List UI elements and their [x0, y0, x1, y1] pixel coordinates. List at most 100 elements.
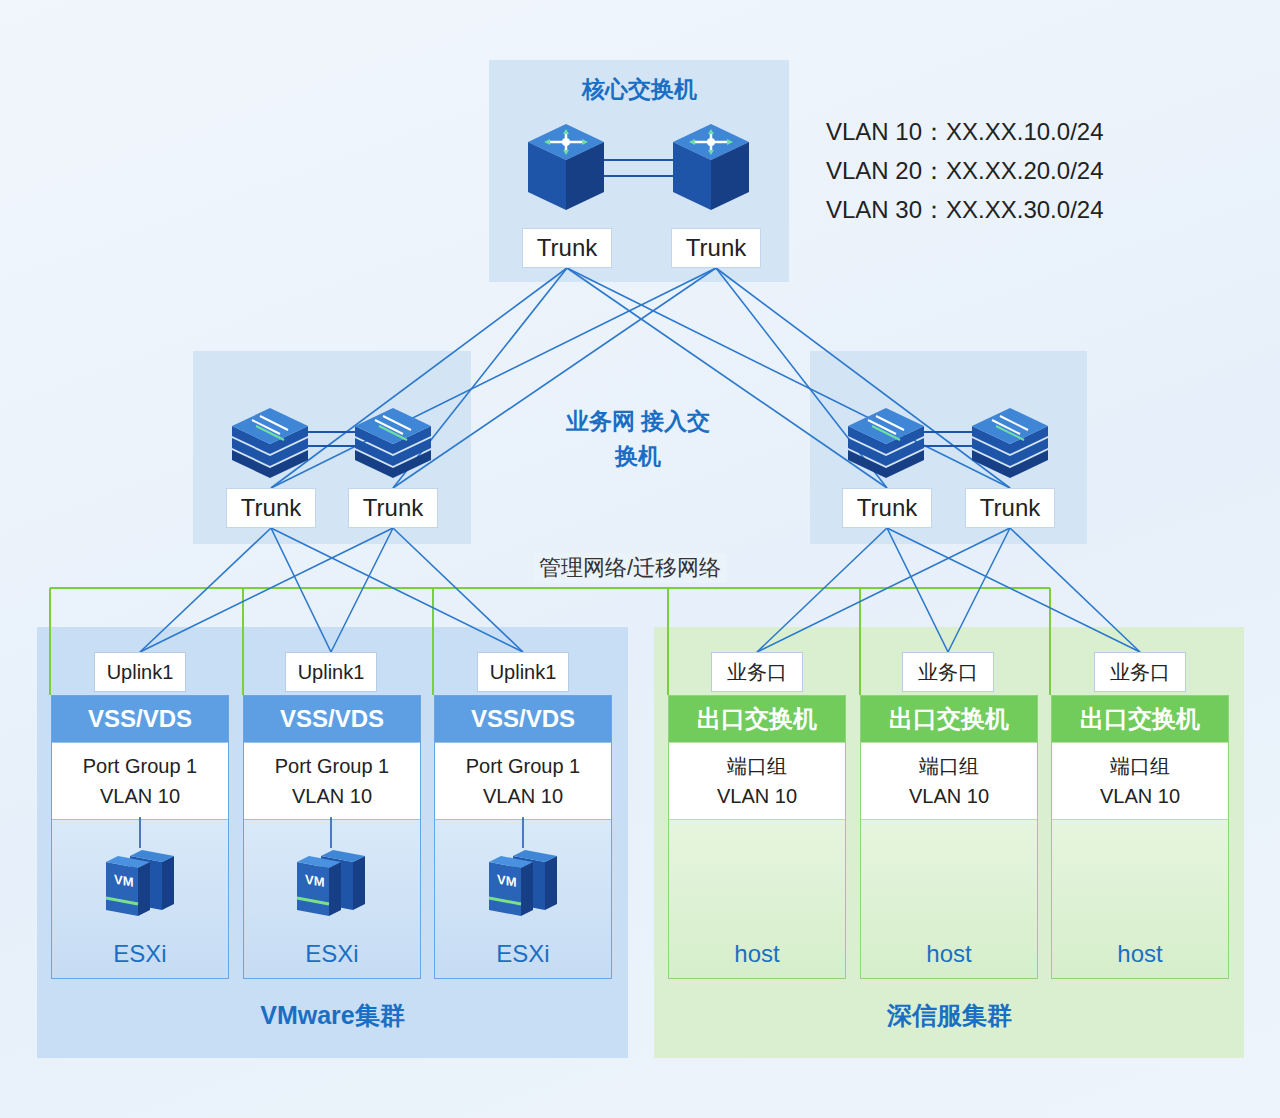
- cluster-title: 深信服集群: [654, 999, 1244, 1032]
- vm-port-link: [140, 817, 523, 848]
- trunk-label: Trunk: [980, 494, 1040, 522]
- access-switch-icon: [972, 408, 1048, 478]
- management-network-label: 管理网络/迁移网络: [533, 553, 727, 583]
- port-group-label: 端口组 VLAN 10: [1090, 751, 1190, 811]
- column-host-area: host: [669, 820, 845, 978]
- access-switch-icon: [355, 408, 431, 478]
- host-label: ESXi: [305, 940, 358, 968]
- vm-server-icon: [106, 850, 174, 916]
- switch-header: VSS/VDS: [88, 705, 192, 733]
- sangfor-host-column: 出口交换机端口组 VLAN 10 host: [1051, 695, 1229, 979]
- vm-server-icon: [297, 850, 365, 916]
- column-header: 出口交换机: [1052, 696, 1228, 742]
- uplink-port-box: 业务口: [711, 652, 803, 692]
- switch-header: 出口交换机: [889, 703, 1009, 735]
- trunk-port-box: Trunk: [522, 228, 612, 268]
- trunk-link: [331, 528, 393, 652]
- cluster-title: VMware集群: [37, 999, 628, 1032]
- port-label: Uplink1: [107, 661, 174, 684]
- port-label: 业务口: [1110, 659, 1170, 686]
- column-port-group: 端口组 VLAN 10: [861, 742, 1037, 820]
- core-switch-icon: [673, 124, 749, 210]
- sangfor-region-bg: [654, 627, 1244, 1058]
- host-label: ESXi: [496, 940, 549, 968]
- port-group-label: Port Group 1 VLAN 10: [70, 751, 210, 811]
- switch-header: VSS/VDS: [280, 705, 384, 733]
- core-panel-bg: [489, 60, 789, 282]
- trunk-link: [393, 268, 716, 488]
- trunk-label: Trunk: [857, 494, 917, 522]
- esxi-host-column: VSS/VDS Port Group 1 VLAN 10 ESXi: [434, 695, 612, 979]
- column-host-area: ESXi: [244, 820, 420, 978]
- vlan-subnet-note: VLAN 10：XX.XX.10.0/24: [826, 116, 1104, 148]
- trunk-port-box: Trunk: [671, 228, 761, 268]
- sangfor-host-column: 出口交换机端口组 VLAN 10 host: [860, 695, 1038, 979]
- host-label: host: [926, 940, 971, 968]
- trunk-link: [757, 528, 1010, 652]
- uplink-port-box: Uplink1: [285, 652, 377, 692]
- access-panel-bg: [810, 351, 1087, 544]
- cluster-region: VMware集群 Uplink1VSS/VDS Port Group 1 VLAN …: [37, 627, 628, 1058]
- column-port-group: Port Group 1 VLAN 10: [435, 742, 611, 820]
- trunk-link: [716, 268, 1010, 488]
- trunk-link: [948, 528, 1010, 652]
- trunk-link: [393, 528, 523, 652]
- vm-server-icon: [489, 850, 557, 916]
- trunk-link: [716, 268, 887, 488]
- column-port-group: Port Group 1 VLAN 10: [244, 742, 420, 820]
- host-label: host: [1117, 940, 1162, 968]
- column-host-area: ESXi: [52, 820, 228, 978]
- uplink-port-box: 业务口: [902, 652, 994, 692]
- column-host-area: host: [1052, 820, 1228, 978]
- port-group-label: 端口组 VLAN 10: [707, 751, 807, 811]
- trunk-port-box: Trunk: [842, 488, 932, 528]
- panel-title: 核心交换机: [489, 74, 789, 105]
- host-label: ESXi: [113, 940, 166, 968]
- column-port-group: 端口组 VLAN 10: [669, 742, 845, 820]
- uplink-port-box: Uplink1: [94, 652, 186, 692]
- esxi-host-column: VSS/VDS Port Group 1 VLAN 10 ESXi: [243, 695, 421, 979]
- column-host-area: ESXi: [435, 820, 611, 978]
- trunk-link: [757, 528, 887, 652]
- trunk-link: [887, 528, 1140, 652]
- column-header: 出口交换机: [861, 696, 1037, 742]
- column-port-group: Port Group 1 VLAN 10: [52, 742, 228, 820]
- sangfor-host-column: 出口交换机端口组 VLAN 10 host: [668, 695, 846, 979]
- core-switch-panel: 核心交换机 Trunk Trunk: [489, 60, 789, 282]
- trunk-link: [271, 268, 716, 488]
- trunk-link: [887, 528, 948, 652]
- access-switch-icon: [232, 408, 308, 478]
- column-header: 出口交换机: [669, 696, 845, 742]
- access-panel-bg: [193, 351, 471, 544]
- uplink-port-box: Uplink1: [477, 652, 569, 692]
- switch-stack-links: [306, 160, 975, 446]
- trunk-link: [140, 528, 393, 652]
- uplink-port-box: 业务口: [1094, 652, 1186, 692]
- vlan-subnet-note: VLAN 30：XX.XX.30.0/24: [826, 194, 1104, 226]
- port-label: 业务口: [727, 659, 787, 686]
- port-group-label: Port Group 1 VLAN 10: [453, 751, 593, 811]
- column-header: VSS/VDS: [435, 696, 611, 742]
- column-port-group: 端口组 VLAN 10: [1052, 742, 1228, 820]
- column-header: VSS/VDS: [52, 696, 228, 742]
- trunk-link: [140, 528, 271, 652]
- vmware-region-bg: [37, 627, 628, 1058]
- port-group-label: 端口组 VLAN 10: [899, 751, 999, 811]
- trunk-label: Trunk: [241, 494, 301, 522]
- core-switch-icon: [528, 124, 604, 210]
- switch-header: VSS/VDS: [471, 705, 575, 733]
- host-label: host: [734, 940, 779, 968]
- port-group-label: Port Group 1 VLAN 10: [262, 751, 402, 811]
- esxi-host-column: VSS/VDS Port Group 1 VLAN 10 ESXi: [51, 695, 229, 979]
- access-switch-icon: [848, 408, 924, 478]
- column-host-area: host: [861, 820, 1037, 978]
- vlan-subnet-note: VLAN 20：XX.XX.20.0/24: [826, 155, 1104, 187]
- trunk-port-box: Trunk: [348, 488, 438, 528]
- cluster-region: 深信服集群 业务口出口交换机端口组 VLAN 10 host 业务口出口交换机端口组 …: [654, 627, 1244, 1058]
- trunk-link: [271, 268, 567, 488]
- access-switch-title: 业务网 接入交换机: [563, 404, 713, 474]
- switch-header: 出口交换机: [1080, 703, 1200, 735]
- trunk-link: [1010, 528, 1140, 652]
- column-header: VSS/VDS: [244, 696, 420, 742]
